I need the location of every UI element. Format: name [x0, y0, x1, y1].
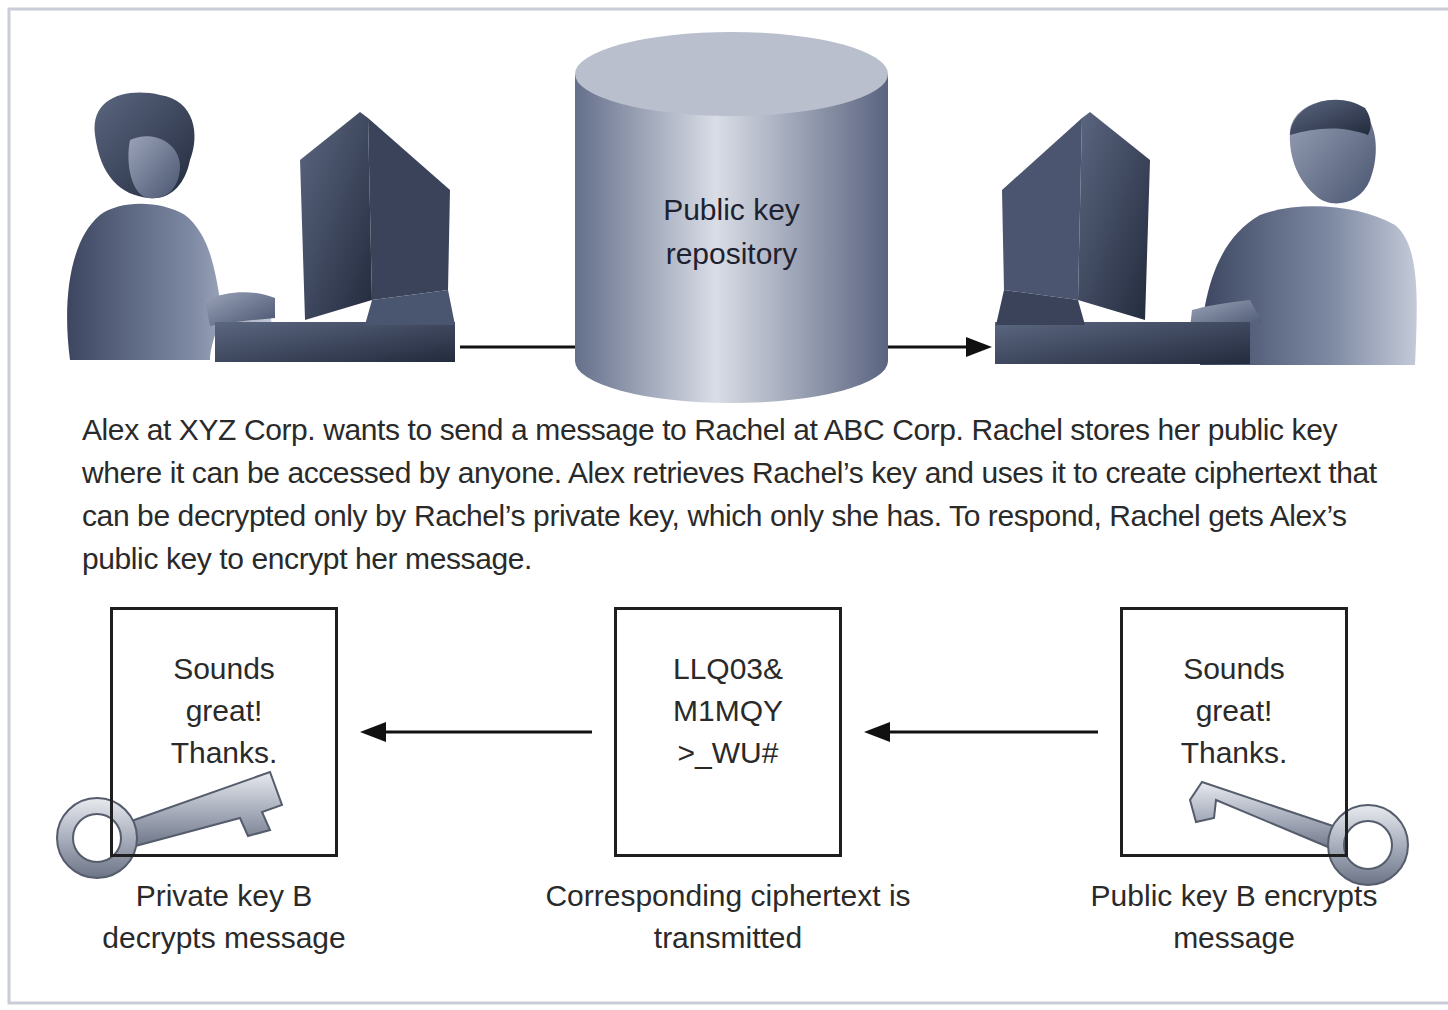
arrowhead: [864, 722, 890, 742]
repository-label: Public key repository: [642, 188, 822, 276]
message-box: Sounds great! Thanks.Public key B encryp…: [1120, 607, 1348, 857]
connector-line: [384, 731, 592, 734]
repository-cylinder: Public key repository: [573, 30, 890, 405]
box-frame: Sounds great! Thanks.: [1120, 607, 1348, 857]
cylinder-body: [575, 74, 888, 403]
cylinder-top: [575, 32, 888, 116]
box-frame: Sounds great! Thanks.: [110, 607, 338, 857]
box-caption: Public key B encrypts message: [1089, 875, 1379, 959]
message-text: Sounds great! Thanks.: [1159, 648, 1309, 774]
woman-at-computer: [67, 93, 455, 362]
message-box: Sounds great! Thanks.Private key B decry…: [110, 607, 338, 857]
box-frame: LLQ03& M1MQY >_WU#: [614, 607, 842, 857]
connector-line: [888, 731, 1098, 734]
arrowhead: [360, 722, 386, 742]
man-at-computer: [995, 100, 1417, 365]
box-caption: Corresponding ciphertext is transmitted: [528, 875, 928, 959]
box-caption: Private key B decrypts message: [79, 875, 369, 959]
connector-arrow: [864, 722, 1098, 742]
message-text: Sounds great! Thanks.: [149, 648, 299, 774]
connector-arrow: [360, 722, 592, 742]
description-text: Alex at XYZ Corp. wants to send a messag…: [82, 408, 1412, 580]
message-box: LLQ03& M1MQY >_WU#Corresponding cipherte…: [614, 607, 842, 857]
message-text: LLQ03& M1MQY >_WU#: [653, 648, 803, 774]
